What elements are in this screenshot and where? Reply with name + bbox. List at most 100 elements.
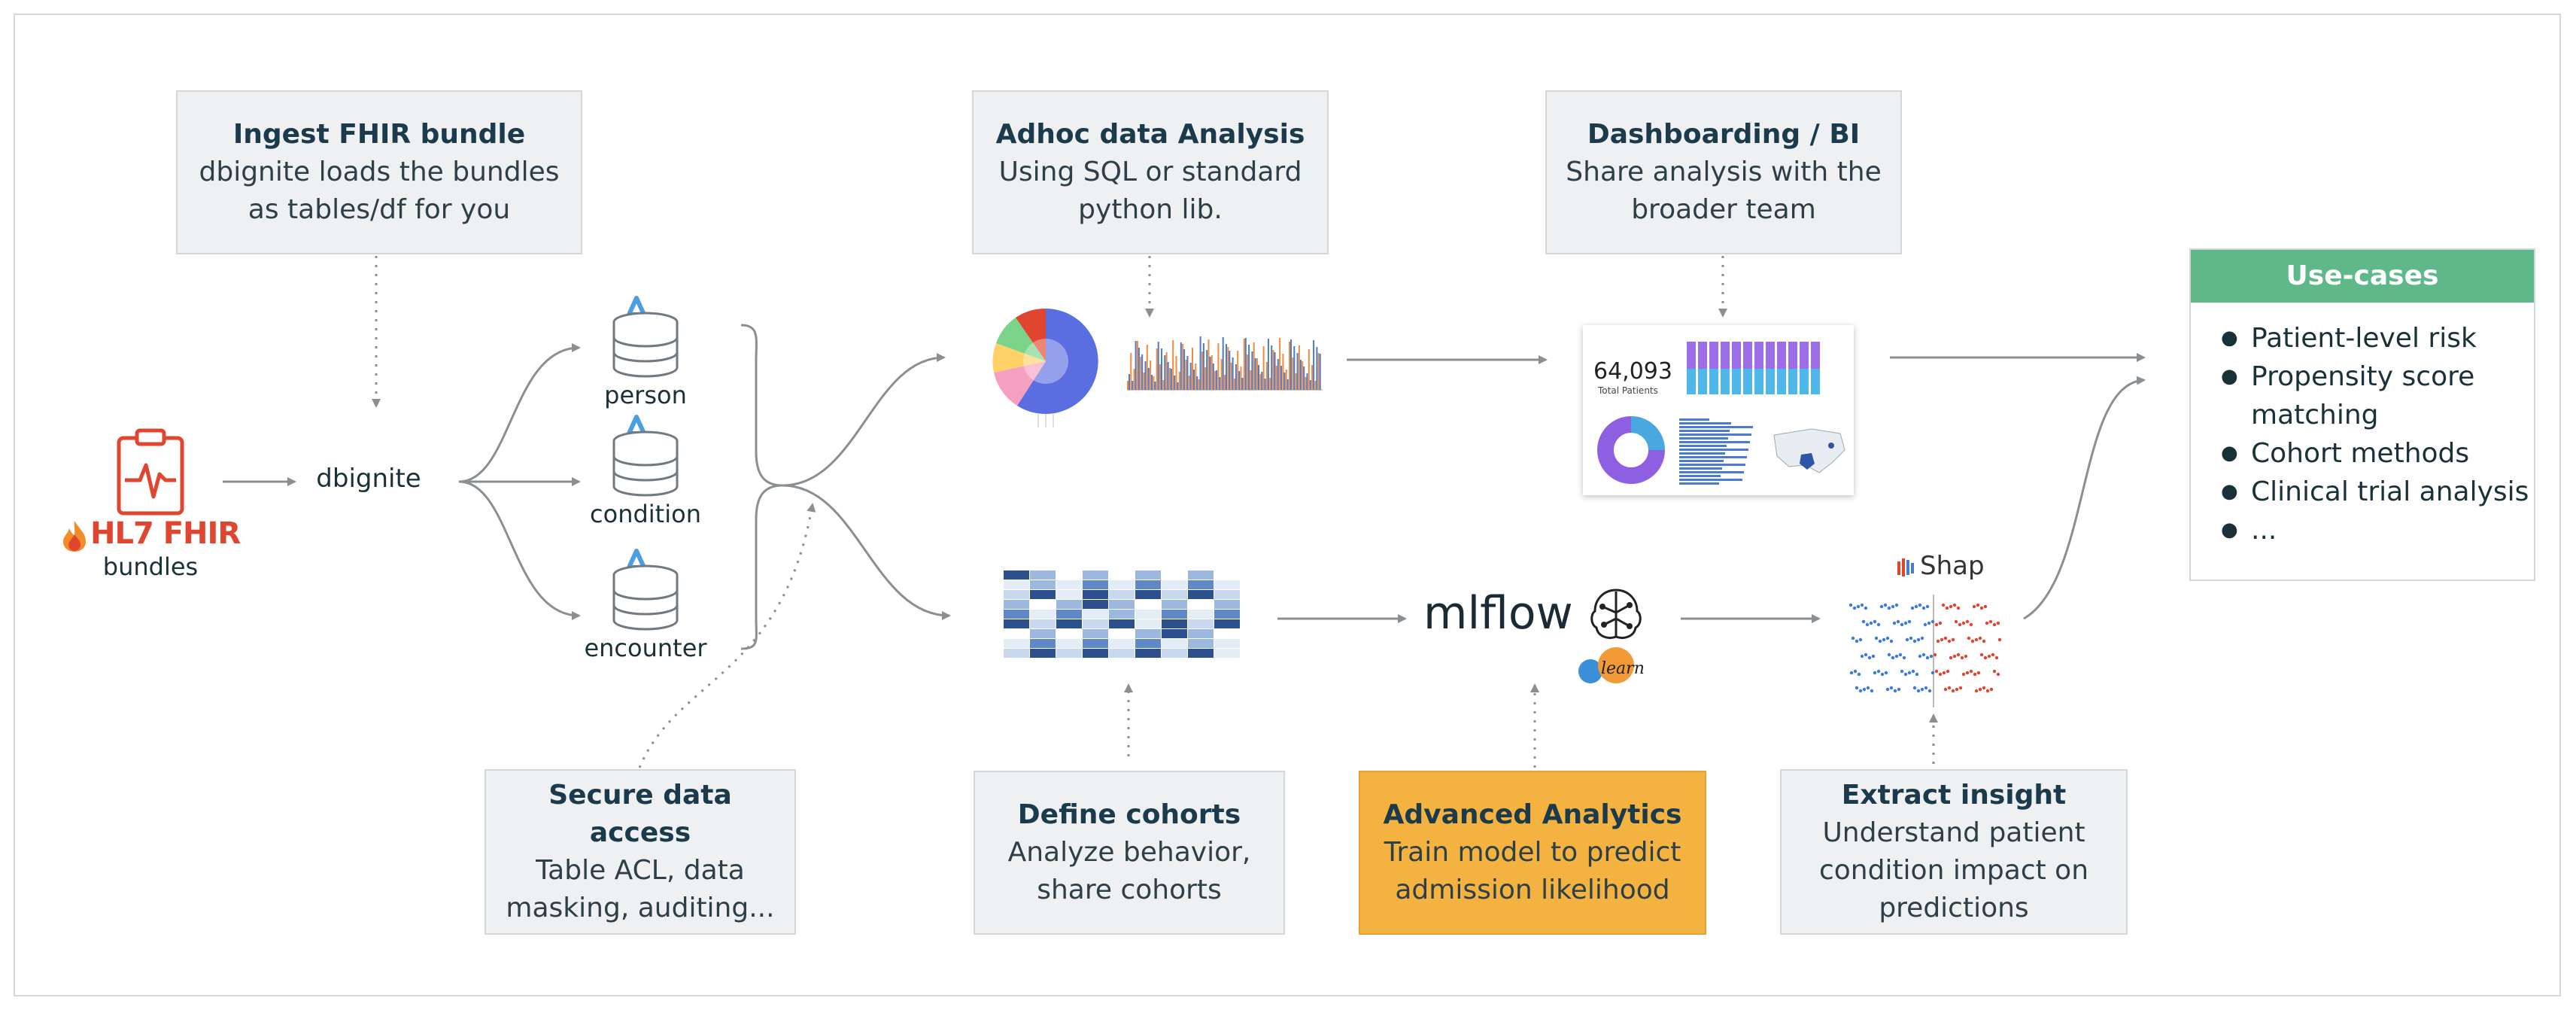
- shap-dot: [1920, 636, 1924, 640]
- dash-bar-top: [1811, 342, 1820, 369]
- shap-dot: [1889, 686, 1894, 690]
- bar-blue: [1319, 354, 1321, 390]
- shap-dot: [1938, 621, 1943, 625]
- shap-dot: [1969, 622, 1973, 627]
- bar-orange: [1317, 353, 1320, 390]
- bar-blue: [1222, 337, 1224, 390]
- bar-blue: [1183, 349, 1186, 390]
- bar-orange: [1227, 347, 1229, 390]
- bar-blue: [1226, 344, 1227, 390]
- bar-blue: [1186, 356, 1189, 390]
- shap-dot: [1974, 689, 1979, 693]
- arrow-dbignite-encounter: [458, 480, 581, 620]
- heatmap-cell: [1135, 580, 1161, 589]
- cohort-heatmap-thumbnail: [1004, 570, 1240, 658]
- shap-dot: [1851, 636, 1855, 640]
- hbar: [1679, 482, 1719, 485]
- heatmap-cell: [1162, 600, 1187, 609]
- bar-blue: [1241, 378, 1244, 390]
- heatmap-cell: [1004, 580, 1029, 589]
- shap-dot: [1960, 656, 1964, 660]
- secure-access-line2: masking, auditing...: [506, 893, 775, 923]
- dash-bar-top: [1788, 342, 1797, 369]
- shap-dot: [1894, 654, 1899, 659]
- shap-dot: [1918, 603, 1922, 607]
- shap-dot: [1961, 672, 1966, 677]
- dash-bar-bottom: [1698, 369, 1707, 394]
- shap-dot: [1978, 636, 1982, 640]
- shap-dot: [1952, 654, 1957, 659]
- heatmap-cell: [1083, 590, 1108, 599]
- shap-dot: [1860, 654, 1864, 659]
- brain-network-icon: [1590, 589, 1642, 639]
- bar-orange: [1224, 375, 1226, 390]
- shap-dot: [1927, 689, 1932, 693]
- shap-dot: [1994, 656, 1999, 660]
- dash-bar-top: [1709, 342, 1718, 369]
- heatmap-cell: [1214, 590, 1240, 599]
- bar-orange: [1275, 366, 1277, 390]
- person-label: person: [604, 381, 687, 409]
- shap-dot: [1907, 671, 1912, 675]
- shap-dot: [1905, 637, 1909, 642]
- dashboarding-box: Dashboarding / BI Share analysis with th…: [1545, 90, 1902, 254]
- shap-dot: [1914, 604, 1918, 609]
- shap-dot: [1961, 621, 1966, 625]
- dashboarding-line2: broader team: [1631, 194, 1816, 225]
- bar-blue: [1238, 371, 1241, 390]
- bar-orange: [1233, 379, 1235, 390]
- hbar: [1679, 452, 1725, 455]
- bar-blue: [1286, 379, 1289, 390]
- shap-dot: [1973, 672, 1977, 677]
- bar-orange: [1192, 348, 1193, 390]
- heatmap-cell: [1214, 580, 1240, 589]
- shap-dot: [1938, 672, 1943, 677]
- shap-dot: [1974, 637, 1979, 642]
- bar-orange: [1314, 381, 1317, 390]
- shap-dot: [1910, 606, 1915, 610]
- shap-dot: [1891, 656, 1895, 660]
- shap-dot: [1920, 687, 1924, 692]
- bar-blue: [1303, 367, 1305, 390]
- shap-dot: [1942, 671, 1946, 675]
- bar-blue: [1244, 338, 1247, 390]
- shap-dot: [1943, 636, 1948, 640]
- horizontal-bar-thumbnail: [1679, 418, 1753, 485]
- arrow-to-cohorts: [782, 484, 951, 620]
- shap-dot: [1858, 689, 1863, 693]
- bar-blue: [1290, 339, 1292, 390]
- bar-blue: [1144, 361, 1147, 390]
- dotted-secure-bracket: [638, 503, 816, 768]
- shap-dot: [1874, 636, 1879, 640]
- shap-dot: [1934, 622, 1939, 627]
- bar-orange: [1250, 370, 1252, 390]
- heatmap-cell: [1188, 600, 1214, 609]
- bar-blue: [1274, 352, 1276, 390]
- heatmap-cell: [1056, 600, 1082, 609]
- shap-dot: [1979, 653, 1984, 657]
- shap-dot: [1889, 639, 1894, 643]
- shap-dot: [1941, 603, 1946, 607]
- condition-table-icon: [612, 415, 679, 497]
- define-cohorts-box: Define cohorts Analyze behavior, share c…: [974, 771, 1285, 935]
- bar-orange: [1208, 339, 1210, 390]
- sklearn-text: learn: [1601, 659, 1645, 678]
- shap-dot: [1985, 689, 1990, 693]
- bar-blue: [1161, 348, 1162, 390]
- clipboard-heartbeat-icon: [117, 428, 184, 516]
- dash-bar-top: [1777, 342, 1786, 369]
- shap-dot: [1992, 622, 1997, 627]
- bar-orange: [1272, 350, 1274, 390]
- extract-insight-title: Extract insight: [1841, 780, 2067, 811]
- dashboard-thumbnail: 64,093 Total Patients: [1583, 325, 1854, 495]
- bar-blue: [1235, 364, 1237, 390]
- hl7-fhir-text: HL7 FHIR: [90, 516, 241, 551]
- shap-dot: [1996, 621, 2000, 625]
- use-cases-title: Use-cases: [2191, 250, 2534, 303]
- dash-bar-bottom: [1766, 369, 1775, 394]
- dash-bar-bottom: [1800, 369, 1809, 394]
- adhoc-analysis-line2: python lib.: [1078, 194, 1223, 225]
- bar-orange: [1298, 345, 1300, 390]
- heatmap-cell: [1188, 580, 1214, 589]
- bar-orange: [1127, 381, 1129, 390]
